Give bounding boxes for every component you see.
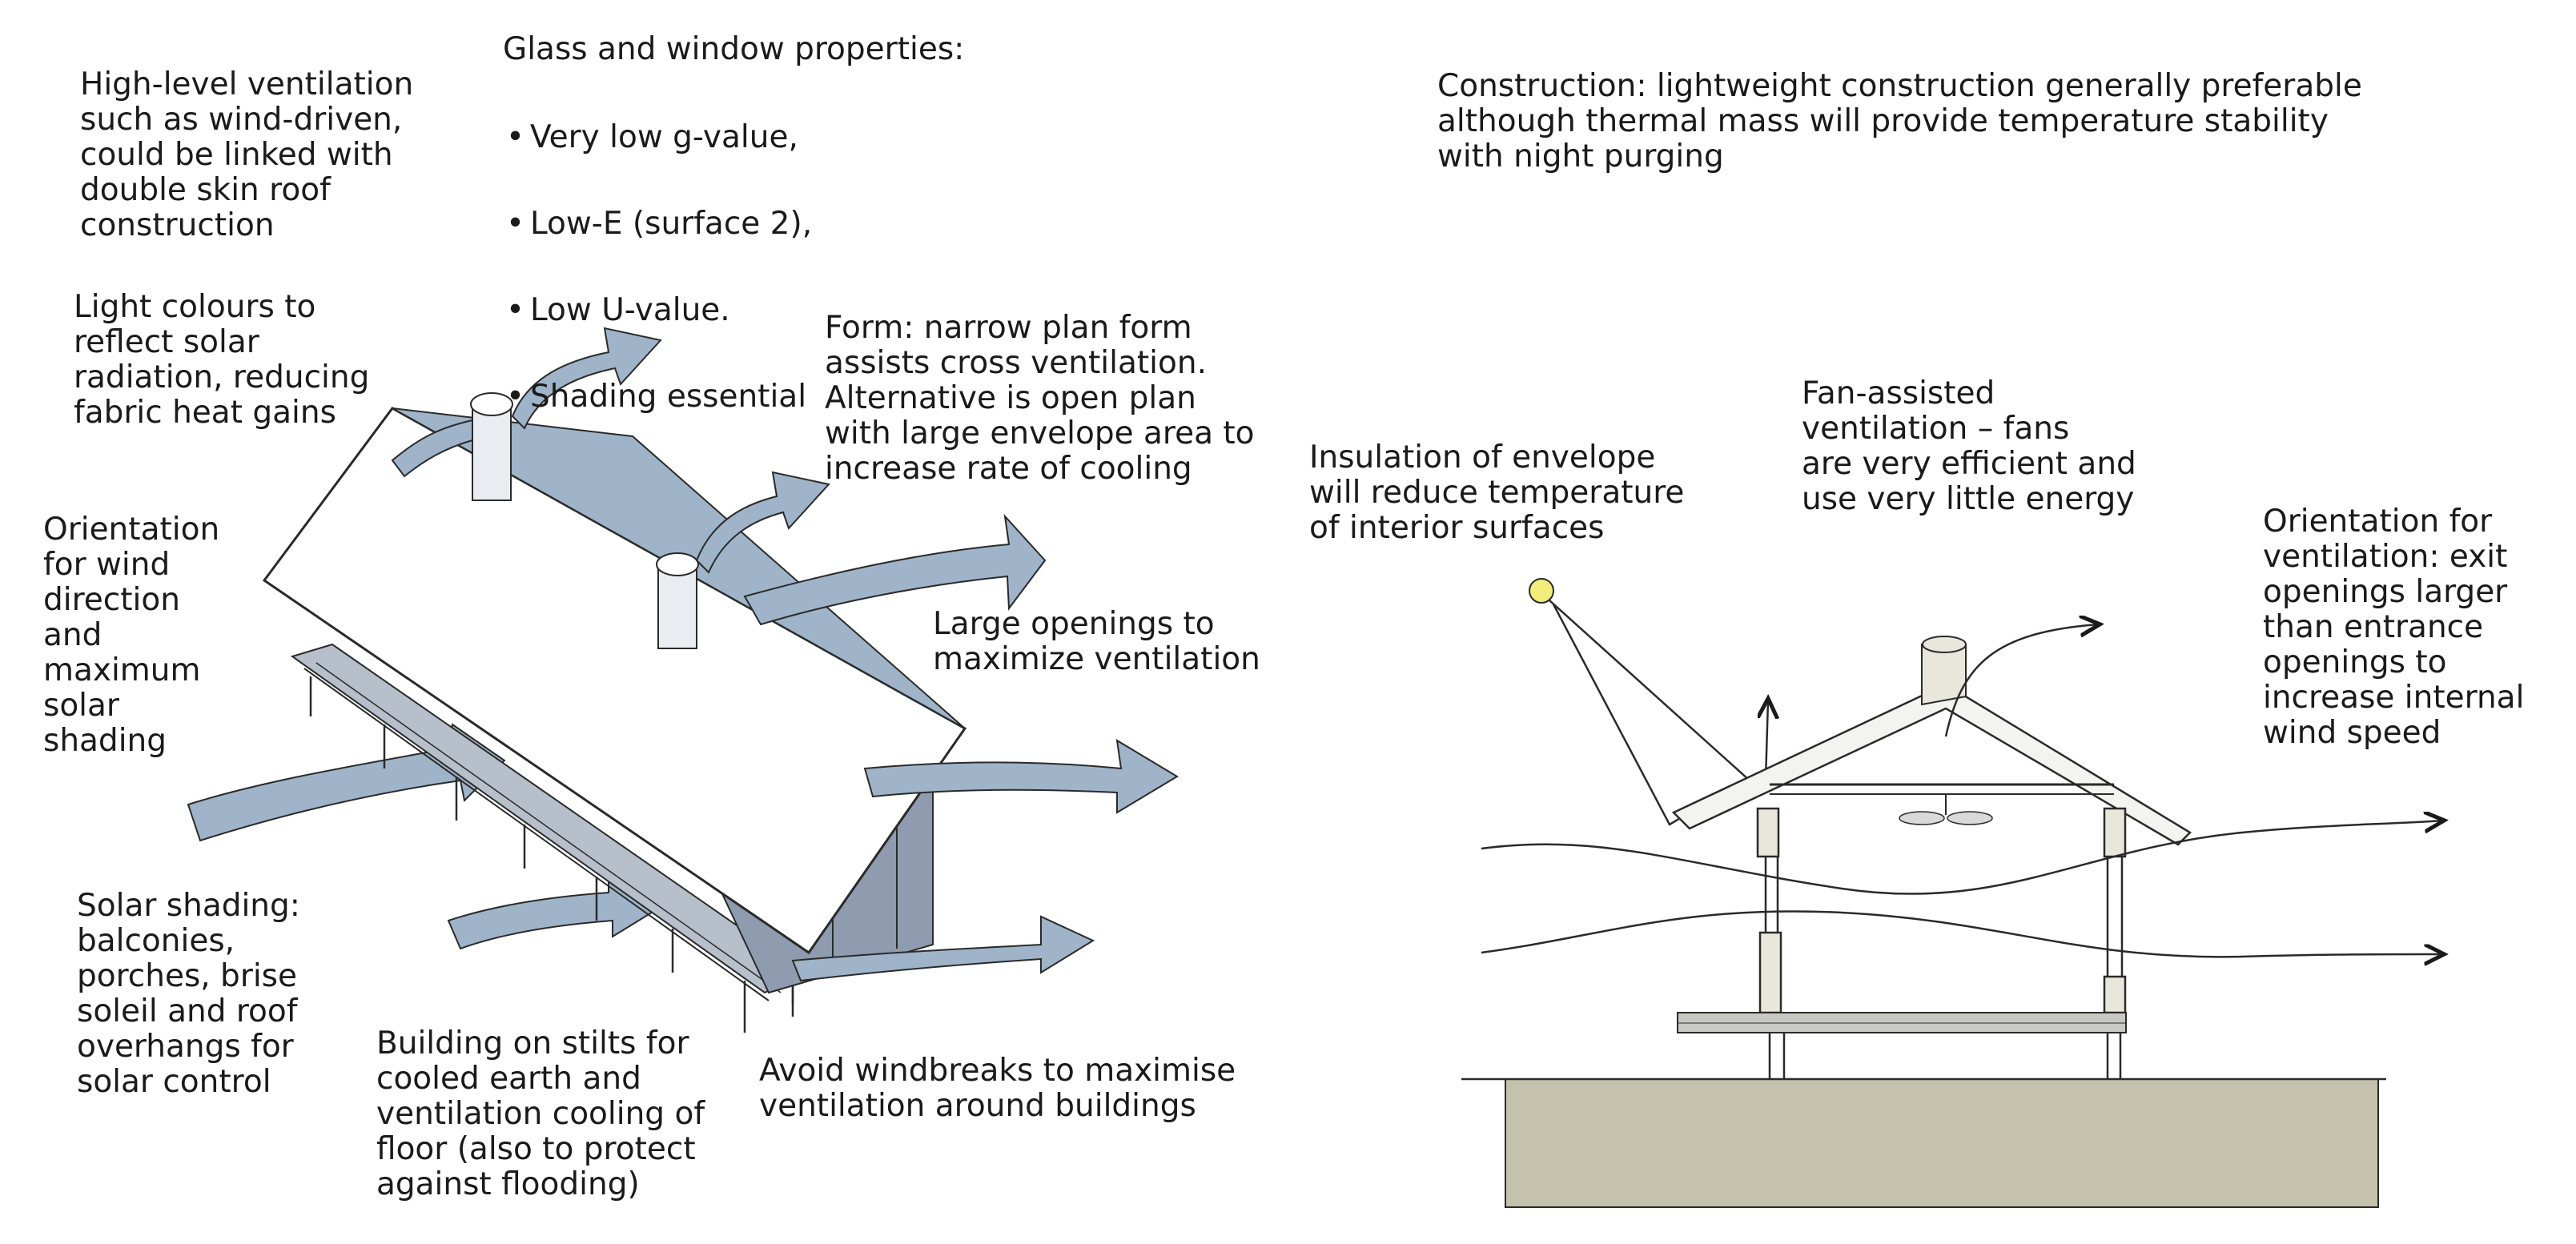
ground-block xyxy=(1505,1078,2379,1208)
label-orientation-wind: Orientation for wind direction and maxim… xyxy=(43,512,220,759)
glass-item: Very low g-value, xyxy=(503,120,964,156)
exhaust-flow-line xyxy=(1944,624,2098,737)
left-wall-upper xyxy=(1756,807,1780,858)
label-orientation-ventilation: Orientation for ventilation: exit openin… xyxy=(2263,504,2525,751)
ceiling-fan-icon xyxy=(1899,794,1993,825)
sun-icon xyxy=(1529,578,1554,604)
label-light-colours: Light colours to reflect solar radiation… xyxy=(74,289,370,431)
label-insulation: Insulation of envelope will reduce tempe… xyxy=(1309,439,1685,546)
right-wall-lower xyxy=(2103,975,2127,1014)
right-wall-upper xyxy=(2103,807,2127,858)
house-section-drawing xyxy=(1461,578,2442,1208)
roof-ventilator-2 xyxy=(656,552,699,649)
airflow-arrow-entry-left xyxy=(391,419,473,478)
glass-item: Shading essential xyxy=(503,379,964,415)
label-form: Form: narrow plan form assists cross ven… xyxy=(825,310,1255,487)
label-large-openings: Large openings to maximize ventilation xyxy=(933,606,1260,677)
label-fan-assisted: Fan-assisted ventilation – fans are very… xyxy=(1802,375,2136,517)
isometric-house-drawing xyxy=(187,327,1179,1033)
glass-item: Low-E (surface 2), xyxy=(503,207,964,243)
wind-flow-line-lower xyxy=(1481,910,2442,957)
airflow-arrow-lower-right xyxy=(791,915,1095,982)
wind-flow-line-upper xyxy=(1481,821,2442,895)
glass-properties-list: Very low g-value, Low-E (surface 2), Low… xyxy=(503,85,964,466)
label-solar-shading: Solar shading: balconies, porches, brise… xyxy=(77,888,300,1100)
airflow-arrow-upper-right xyxy=(743,513,1047,626)
glass-properties-block: Glass and window properties: Very low g-… xyxy=(503,32,964,466)
airflow-arrow-ventilator-2 xyxy=(695,471,830,574)
label-high-level-ventilation: High-level ventilation such as wind-driv… xyxy=(80,66,414,243)
left-wall-lower xyxy=(1758,931,1782,1014)
label-stilts: Building on stilts for cooled earth and … xyxy=(376,1025,705,1202)
airflow-arrow-middle-right xyxy=(863,739,1179,814)
glass-item: Low U-value. xyxy=(503,293,964,329)
glass-heading: Glass and window properties: xyxy=(503,31,965,67)
label-windbreaks: Avoid windbreaks to maximise ventilation… xyxy=(759,1053,1236,1124)
label-construction: Construction: lightweight construction g… xyxy=(1437,68,2362,175)
roof-ventilator-1 xyxy=(470,392,513,501)
stilt-posts xyxy=(309,676,794,1033)
